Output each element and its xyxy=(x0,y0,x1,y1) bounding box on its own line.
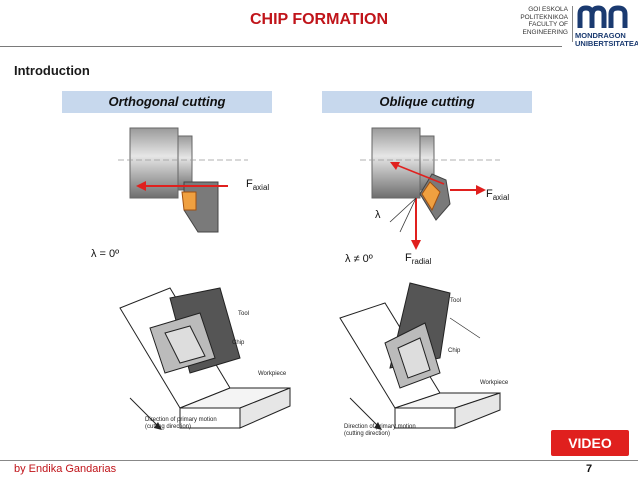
orthogonal-angle: λ = 0º xyxy=(91,248,120,260)
oblique-isometric-drawing xyxy=(339,282,501,430)
orthogonal-isometric-drawing xyxy=(119,287,291,430)
orthogonal-heading: Orthogonal cutting xyxy=(62,91,272,113)
school-line: ENGINEERING xyxy=(522,28,568,36)
oblique-chip-label: Chip xyxy=(448,348,461,354)
ortho-chip-label: Chip xyxy=(232,340,245,346)
oblique-tool-diagram xyxy=(360,127,500,250)
university-name: MONDRAGON UNIBERTSITATEA xyxy=(575,32,638,48)
logo-separator xyxy=(572,6,573,42)
university-line: MONDRAGON xyxy=(575,31,626,40)
oblique-workpiece-label: Workpiece xyxy=(480,380,509,386)
header-divider xyxy=(0,46,562,47)
oblique-tool-label: Tool xyxy=(450,298,462,304)
section-heading: Introduction xyxy=(14,63,90,78)
ortho-workpiece-label: Workpiece xyxy=(258,371,287,377)
author-credit: by Endika Gandarias xyxy=(14,463,117,475)
school-line: POLITEKNIKOA xyxy=(520,13,568,21)
lambda-symbol: λ xyxy=(375,209,381,221)
video-button[interactable]: VIDEO xyxy=(551,430,629,456)
oblique-heading: Oblique cutting xyxy=(322,91,532,113)
ortho-motion-label: Direction of primary motion (cutting dir… xyxy=(145,417,217,430)
school-line: GOI ESKOLA xyxy=(528,6,568,13)
orthogonal-force-label: Faxial xyxy=(246,178,270,193)
school-name: GOI ESKOLA POLITEKNIKOA FACULTY OF ENGIN… xyxy=(508,6,568,36)
oblique-radial-force-label: Fradial xyxy=(405,252,432,267)
oblique-motion-label: Direction of primary motion (cutting dir… xyxy=(344,424,416,437)
school-line: FACULTY OF xyxy=(528,21,569,28)
oblique-axial-force-label: Faxial xyxy=(486,188,510,203)
mondragon-logo-icon xyxy=(577,5,628,28)
oblique-angle: λ ≠ 0º xyxy=(345,253,373,265)
ortho-tool-label: Tool xyxy=(238,311,250,317)
orthogonal-tool-diagram xyxy=(118,127,248,233)
footer-divider xyxy=(0,460,638,461)
slide-title: CHIP FORMATION xyxy=(249,11,389,28)
page-number: 7 xyxy=(586,463,593,475)
university-line: UNIBERTSITATEA xyxy=(575,39,638,48)
